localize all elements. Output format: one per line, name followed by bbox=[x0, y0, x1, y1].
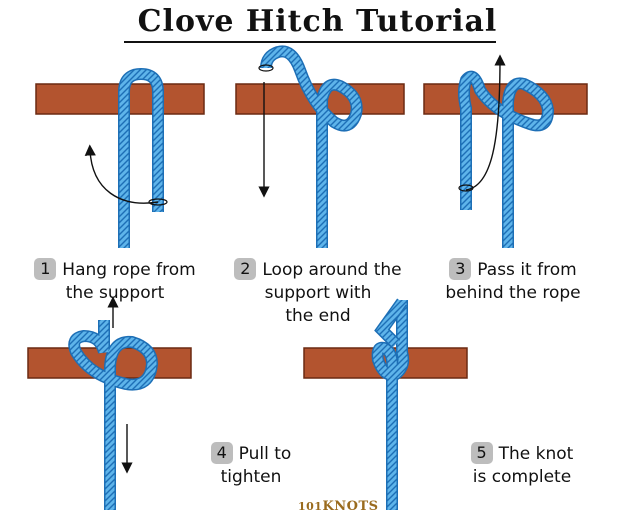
step-text: Hang rope from bbox=[62, 260, 196, 280]
step-text: the end bbox=[285, 306, 351, 326]
step-2-line-2: support with bbox=[218, 282, 418, 305]
step-text: behind the rope bbox=[445, 283, 581, 303]
brand-logo: 101KNOTS bbox=[298, 499, 379, 514]
panel-4-illustration bbox=[27, 296, 192, 510]
rope bbox=[260, 45, 363, 248]
step-number-badge: 3 bbox=[449, 258, 472, 280]
step-text: Pull to bbox=[238, 444, 292, 464]
panel-2-illustration bbox=[235, 45, 405, 248]
step-text: tighten bbox=[220, 467, 282, 487]
panel-1-illustration bbox=[35, 67, 205, 248]
panel-3-illustration bbox=[423, 54, 588, 248]
motion-arrow bbox=[465, 54, 506, 191]
step-text: support with bbox=[264, 283, 372, 303]
step-number-badge: 1 bbox=[34, 258, 57, 280]
rope-end-marker bbox=[148, 198, 168, 206]
step-number-badge: 5 bbox=[470, 442, 493, 464]
page-title: Clove Hitch Tutorial bbox=[137, 4, 498, 39]
panel-5-illustration bbox=[303, 298, 468, 510]
step-3-line-2: behind the rope bbox=[422, 282, 604, 305]
step-5-line-2: is complete bbox=[448, 466, 596, 489]
logo-name: KNOTS bbox=[322, 499, 379, 514]
step-text: Loop around the bbox=[262, 260, 402, 280]
logo-prefix: 101 bbox=[298, 500, 323, 513]
title-underline bbox=[124, 41, 496, 43]
step-number-badge: 2 bbox=[234, 258, 257, 280]
step-text: Pass it from bbox=[477, 260, 577, 280]
step-number-badge: 4 bbox=[210, 442, 233, 464]
step-4-line-2: tighten bbox=[196, 466, 306, 489]
step-2-line-3: the end bbox=[218, 305, 418, 328]
step-1-line-2: the support bbox=[20, 282, 210, 305]
step-text: is complete bbox=[472, 467, 572, 487]
rope-end-marker bbox=[258, 64, 274, 72]
step-text: The knot bbox=[498, 444, 574, 464]
motion-arrow bbox=[84, 144, 159, 204]
step-text: the support bbox=[65, 283, 165, 303]
